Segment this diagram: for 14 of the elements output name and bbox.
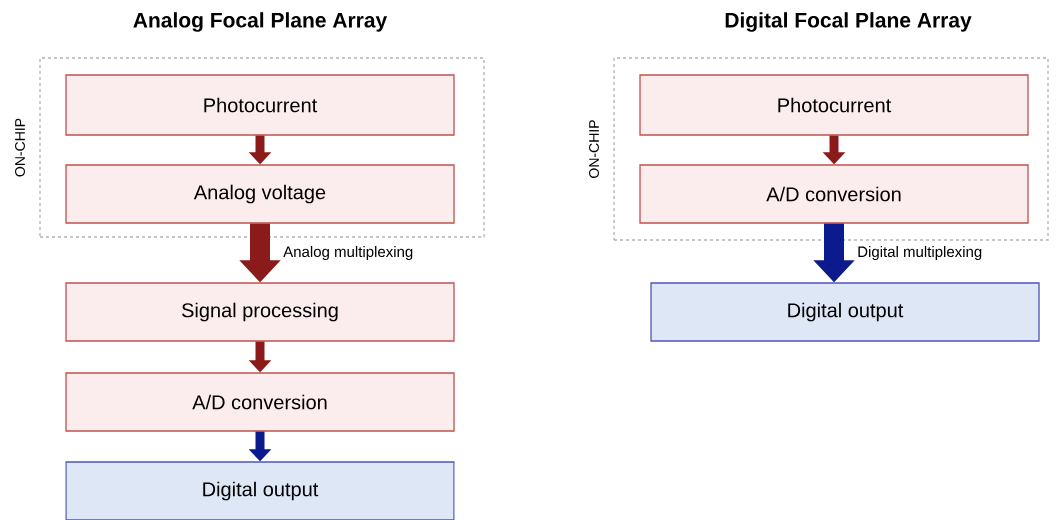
- process-box: A/D conversion: [65, 372, 455, 432]
- region-label: ON-CHIP: [15, 118, 25, 177]
- output-box: Digital output: [65, 461, 455, 520]
- edge-label: Analog multiplexing: [282, 245, 415, 261]
- edge-label: Digital multiplexing: [856, 245, 984, 261]
- process-box: Signal processing: [65, 282, 455, 342]
- process-box: Photocurrent: [65, 74, 455, 136]
- process-box: Photocurrent: [639, 74, 1029, 136]
- heading: Analog Focal Plane Array: [133, 12, 388, 32]
- process-box: A/D conversion: [639, 164, 1029, 224]
- output-box: Digital output: [650, 282, 1040, 342]
- process-box: Analog voltage: [65, 164, 455, 224]
- region-label: ON-CHIP: [589, 120, 599, 178]
- heading: Digital Focal Plane Array: [725, 12, 972, 32]
